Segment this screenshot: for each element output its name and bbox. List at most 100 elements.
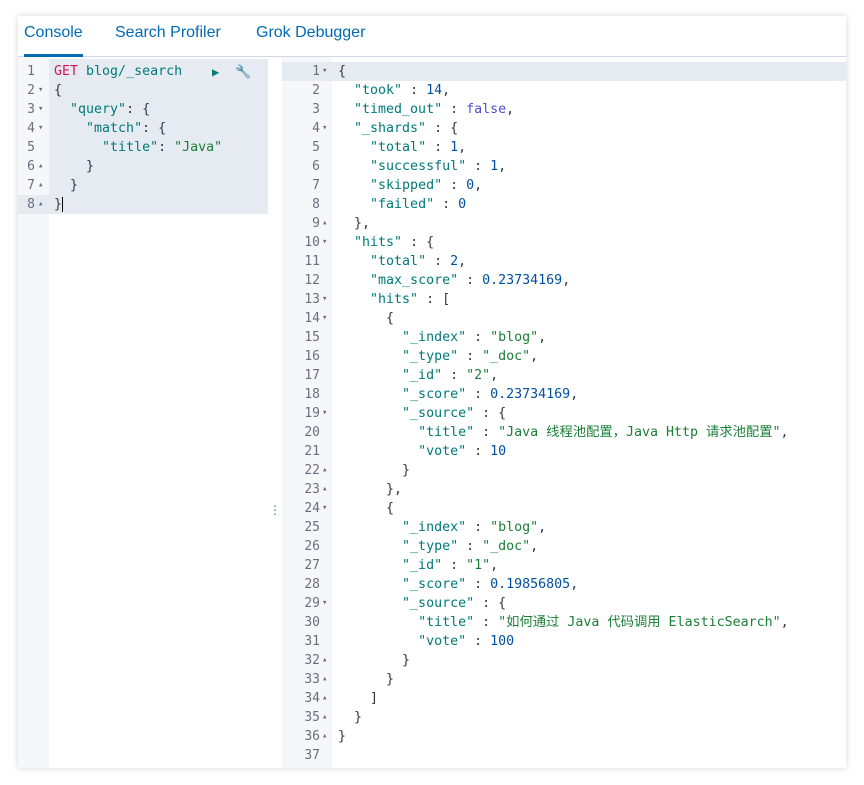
fold-close-icon[interactable]: ▴ [322, 655, 328, 665]
code-text: "vote" : 10 [418, 444, 507, 459]
line-number: 37 [304, 748, 320, 763]
response-line: 17 "_id" : "2", [282, 366, 846, 385]
code-text: "_id" : "2", [402, 368, 499, 383]
request-url: blog/_search [86, 64, 183, 79]
fold-open-icon[interactable]: ▾ [322, 503, 328, 513]
response-line: 10▾ "hits" : { [282, 233, 846, 252]
response-gutter [282, 57, 332, 768]
code-text: "title": "Java" [102, 140, 223, 155]
fold-open-icon[interactable]: ▾ [322, 408, 328, 418]
response-line: 14▾ { [282, 309, 846, 328]
code-text: } [54, 159, 95, 174]
line-number: 34 [304, 691, 320, 706]
response-line: 23▴ }, [282, 480, 846, 499]
fold-open-icon[interactable]: ▾ [322, 313, 328, 323]
request-line: 8▴} [18, 195, 268, 214]
fold-close-icon[interactable]: ▴ [38, 161, 44, 171]
pane-resizer[interactable]: ⋮ [268, 57, 282, 768]
fold-open-icon[interactable]: ▾ [322, 598, 328, 608]
fold-open-icon[interactable]: ▾ [38, 104, 44, 114]
code-text: "_type" : "_doc", [402, 349, 539, 364]
fold-open-icon[interactable]: ▾ [322, 294, 328, 304]
code-text: "total" : 2, [370, 254, 467, 269]
code-text: "query": { [70, 102, 151, 117]
response-line: 7 "skipped" : 0, [282, 176, 846, 195]
line-number: 16 [304, 349, 320, 364]
line-number: 2 [27, 83, 35, 98]
response-line: 33▴ } [282, 670, 846, 689]
line-number: 29 [304, 596, 320, 611]
line-number: 8 [312, 197, 320, 212]
code-text: ] [338, 691, 379, 706]
response-line: 35▴ } [282, 708, 846, 727]
line-number: 28 [304, 577, 320, 592]
code-text: { [338, 501, 395, 516]
fold-close-icon[interactable]: ▴ [38, 199, 44, 209]
code-text: "skipped" : 0, [370, 178, 483, 193]
request-line: 3▾ "query": { [18, 100, 268, 119]
code-text: "_score" : 0.23734169, [402, 387, 579, 402]
request-highlight [49, 59, 268, 211]
line-number: 6 [27, 159, 35, 174]
fold-open-icon[interactable]: ▾ [38, 123, 44, 133]
tab-search-profiler[interactable]: Search Profiler [115, 24, 221, 41]
line-number: 13 [304, 292, 320, 307]
line-number: 22 [304, 463, 320, 478]
code-text: "_score" : 0.19856805, [402, 577, 579, 592]
response-line: 36▴} [282, 727, 846, 746]
line-number: 15 [304, 330, 320, 345]
line-number: 8 [27, 197, 35, 212]
response-line: 30 "title" : "如何通过 Java 代码调用 ElasticSear… [282, 613, 846, 632]
code-text: "timed_out" : false, [354, 102, 515, 117]
tab-grok-debugger[interactable]: Grok Debugger [256, 24, 366, 41]
code-text: "max_score" : 0.23734169, [370, 273, 571, 288]
fold-open-icon[interactable]: ▾ [322, 66, 328, 76]
line-number: 23 [304, 482, 320, 497]
code-text: { [338, 64, 347, 79]
response-line: 15 "_index" : "blog", [282, 328, 846, 347]
line-number: 9 [312, 216, 320, 231]
response-line: 26 "_type" : "_doc", [282, 537, 846, 556]
response-line: 32▴ } [282, 651, 846, 670]
request-line: 6▴ } [18, 157, 268, 176]
fold-close-icon[interactable]: ▴ [322, 731, 328, 741]
code-text: } [338, 653, 411, 668]
line-number: 36 [304, 729, 320, 744]
fold-close-icon[interactable]: ▴ [322, 712, 328, 722]
play-icon[interactable]: ▶ [212, 65, 220, 79]
code-text: "took" : 14, [354, 83, 451, 98]
fold-open-icon[interactable]: ▾ [38, 85, 44, 95]
response-line: 28 "_score" : 0.19856805, [282, 575, 846, 594]
response-line: 1▾ { [282, 62, 846, 81]
code-text: "vote" : 100 [418, 634, 515, 649]
code-text: "_shards" : { [354, 121, 459, 136]
code-text: } [338, 729, 347, 744]
code-text: "_index" : "blog", [402, 330, 547, 345]
line-number: 32 [304, 653, 320, 668]
line-number: 20 [304, 425, 320, 440]
fold-close-icon[interactable]: ▴ [322, 693, 328, 703]
line-number: 12 [304, 273, 320, 288]
line-number: 3 [27, 102, 35, 117]
code-text: "_source" : { [402, 406, 507, 421]
fold-open-icon[interactable]: ▾ [322, 123, 328, 133]
code-text: "title" : "如何通过 Java 代码调用 ElasticSearch"… [418, 615, 789, 630]
code-text: "_type" : "_doc", [402, 539, 539, 554]
fold-close-icon[interactable]: ▴ [322, 465, 328, 475]
wrench-icon[interactable]: 🔧 [235, 65, 252, 80]
fold-close-icon[interactable]: ▴ [322, 218, 328, 228]
fold-close-icon[interactable]: ▴ [38, 180, 44, 190]
drag-handle-icon[interactable]: ⋮ [269, 503, 281, 517]
fold-close-icon[interactable]: ▴ [322, 484, 328, 494]
line-number: 35 [304, 710, 320, 725]
request-gutter [18, 57, 49, 768]
code-text: "failed" : 0 [370, 197, 467, 212]
fold-open-icon[interactable]: ▾ [322, 237, 328, 247]
line-number: 1 [312, 64, 320, 79]
code-text: } [54, 178, 79, 193]
tab-console[interactable]: Console [24, 16, 83, 57]
line-number: 2 [312, 83, 320, 98]
fold-close-icon[interactable]: ▴ [322, 674, 328, 684]
